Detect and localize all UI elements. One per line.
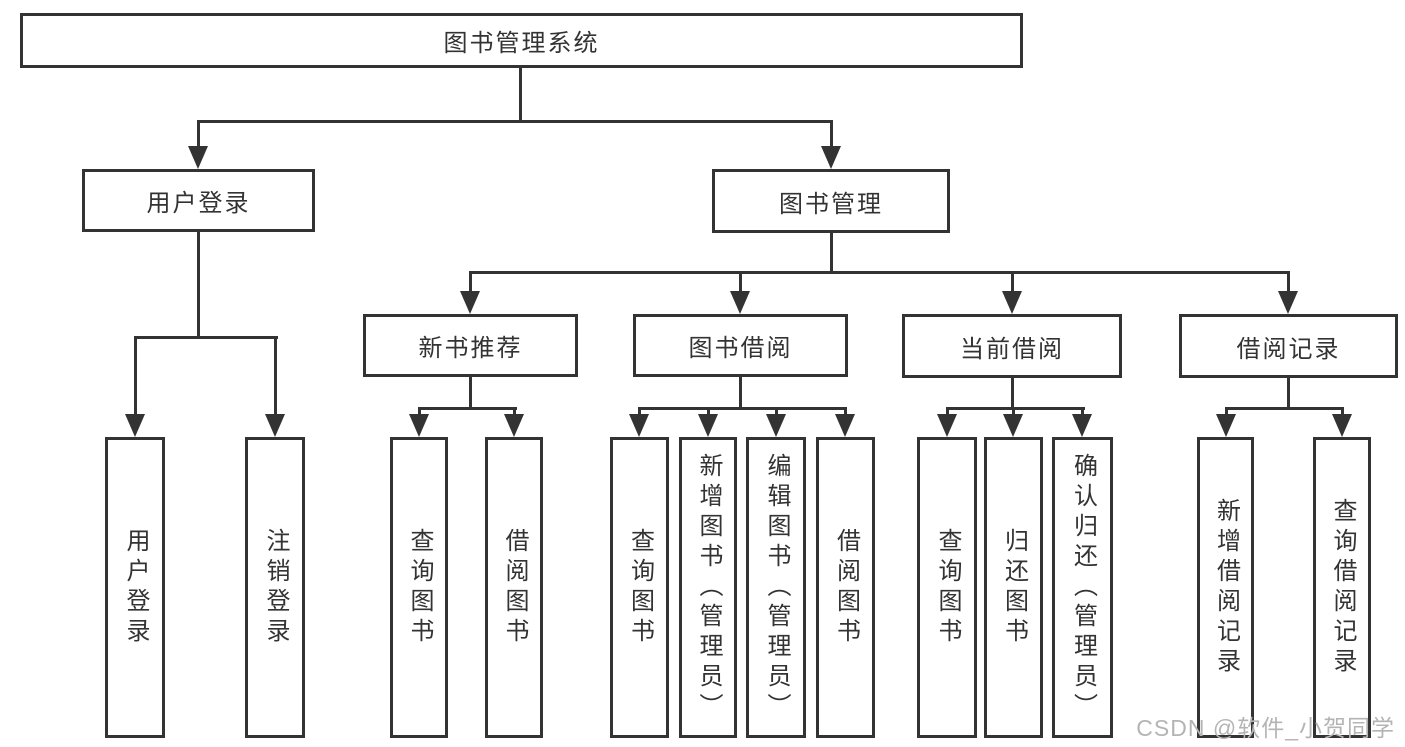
connector-group4-bus	[946, 407, 1085, 410]
leaf-logout: 注销登录	[245, 437, 305, 738]
node-new-book-recommend: 新书推荐	[363, 314, 578, 377]
arrowhead-icon	[629, 414, 649, 437]
node-borrowing-records: 借阅记录	[1179, 314, 1398, 378]
leaf-label: 归还图书	[1000, 527, 1028, 648]
node-root-label: 图书管理系统	[443, 30, 600, 57]
node-book-management-label: 图书管理	[779, 190, 883, 218]
leaf-label: 注销登录	[262, 527, 289, 648]
leaf-label: 查询图书	[626, 527, 654, 648]
connector-drop	[844, 407, 847, 418]
connector-group3-bus	[638, 407, 847, 410]
arrowhead-icon	[1332, 414, 1352, 437]
connector-drop	[1081, 407, 1084, 418]
leaf-label: 借阅图书	[832, 527, 860, 648]
node-new-book-recommend-label: 新书推荐	[418, 335, 523, 362]
arrowhead-icon	[698, 414, 718, 437]
leaf-borrow-books-2: 借阅图书	[816, 437, 875, 738]
arrowhead-icon	[409, 414, 429, 437]
leaf-return-books: 归还图书	[984, 437, 1043, 738]
connector-drop-bookmgmt	[830, 120, 833, 150]
arrowhead-icon	[730, 291, 750, 314]
node-user-login: 用户登录	[82, 169, 315, 232]
node-book-borrowing-label: 图书借阅	[688, 335, 793, 362]
arrowhead-icon	[188, 146, 208, 169]
node-borrowing-records-label: 借阅记录	[1236, 335, 1341, 363]
connector-drop	[707, 407, 710, 418]
leaf-label: 新增图书（管理员）	[695, 452, 722, 723]
arrowhead-icon	[460, 291, 480, 314]
connector-newbook-stem	[469, 377, 472, 409]
connector-level3-bus	[469, 271, 1290, 274]
leaf-confirm-return-admin: 确认归还（管理员）	[1052, 437, 1113, 738]
connector-drop	[513, 407, 516, 418]
leaf-query-books-3: 查询图书	[917, 437, 977, 738]
leaf-query-books-1: 查询图书	[390, 437, 448, 738]
arrowhead-icon	[937, 414, 957, 437]
connector-drop	[739, 271, 742, 295]
leaf-label: 查询图书	[406, 527, 433, 648]
arrowhead-icon	[835, 414, 855, 437]
node-current-borrowing: 当前借阅	[902, 314, 1122, 378]
connector-drop	[1341, 407, 1344, 418]
connector-group5-bus	[1225, 407, 1344, 410]
arrowhead-icon	[125, 414, 145, 437]
connector-group2-bus	[418, 407, 517, 410]
leaf-label: 新增借阅记录	[1212, 497, 1240, 678]
connector-drop	[418, 407, 421, 418]
connector-drop	[1012, 407, 1015, 418]
node-current-borrowing-label: 当前借阅	[960, 335, 1064, 363]
connector-group1-bus	[134, 336, 278, 339]
leaf-label: 用户登录	[122, 527, 149, 648]
arrowhead-icon	[265, 414, 285, 437]
leaf-label: 查询借阅记录	[1329, 497, 1356, 678]
leaf-edit-books-admin: 编辑图书（管理员）	[746, 437, 806, 738]
connector-drop	[274, 336, 277, 418]
connector-drop	[469, 271, 472, 295]
arrowhead-icon	[821, 146, 841, 169]
watermark: CSDN @软件_小贺同学	[1136, 715, 1395, 741]
arrowhead-icon	[504, 414, 524, 437]
arrowhead-icon	[1003, 414, 1023, 437]
leaf-query-books-2: 查询图书	[610, 437, 669, 738]
node-root: 图书管理系统	[20, 13, 1023, 68]
arrowhead-icon	[766, 414, 786, 437]
arrowhead-icon	[1278, 291, 1298, 314]
connector-borrow-stem	[739, 377, 742, 409]
arrowhead-icon	[1002, 291, 1022, 314]
arrowhead-icon	[1216, 414, 1236, 437]
leaf-borrow-books-1: 借阅图书	[485, 437, 543, 738]
connector-drop-userlogin	[197, 120, 200, 150]
connector-root-stem	[519, 68, 522, 120]
connector-drop	[638, 407, 641, 418]
leaf-label: 确认归还（管理员）	[1069, 452, 1097, 723]
leaf-label: 查询图书	[934, 527, 961, 648]
connector-drop	[775, 407, 778, 418]
leaf-label: 借阅图书	[501, 527, 528, 648]
arrowhead-icon	[1072, 414, 1092, 437]
node-book-borrowing: 图书借阅	[633, 314, 848, 377]
connector-userlogin-stem	[197, 232, 200, 338]
node-book-management: 图书管理	[712, 169, 950, 233]
leaf-label: 编辑图书（管理员）	[763, 452, 790, 723]
connector-drop	[946, 407, 949, 418]
node-user-login-label: 用户登录	[146, 190, 251, 217]
connector-current-stem	[1011, 378, 1014, 409]
connector-drop	[1011, 271, 1014, 295]
connector-drop	[1225, 407, 1228, 418]
connector-drop	[134, 336, 137, 418]
connector-drop	[1287, 271, 1290, 295]
leaf-add-borrow-record: 新增借阅记录	[1197, 437, 1254, 738]
leaf-query-borrow-record: 查询借阅记录	[1313, 437, 1371, 738]
leaf-user-login: 用户登录	[105, 437, 165, 738]
connector-bookmgmt-stem	[830, 233, 833, 273]
leaf-add-books-admin: 新增图书（管理员）	[679, 437, 737, 738]
connector-level2-bus	[197, 120, 833, 123]
connector-records-stem	[1287, 378, 1290, 409]
